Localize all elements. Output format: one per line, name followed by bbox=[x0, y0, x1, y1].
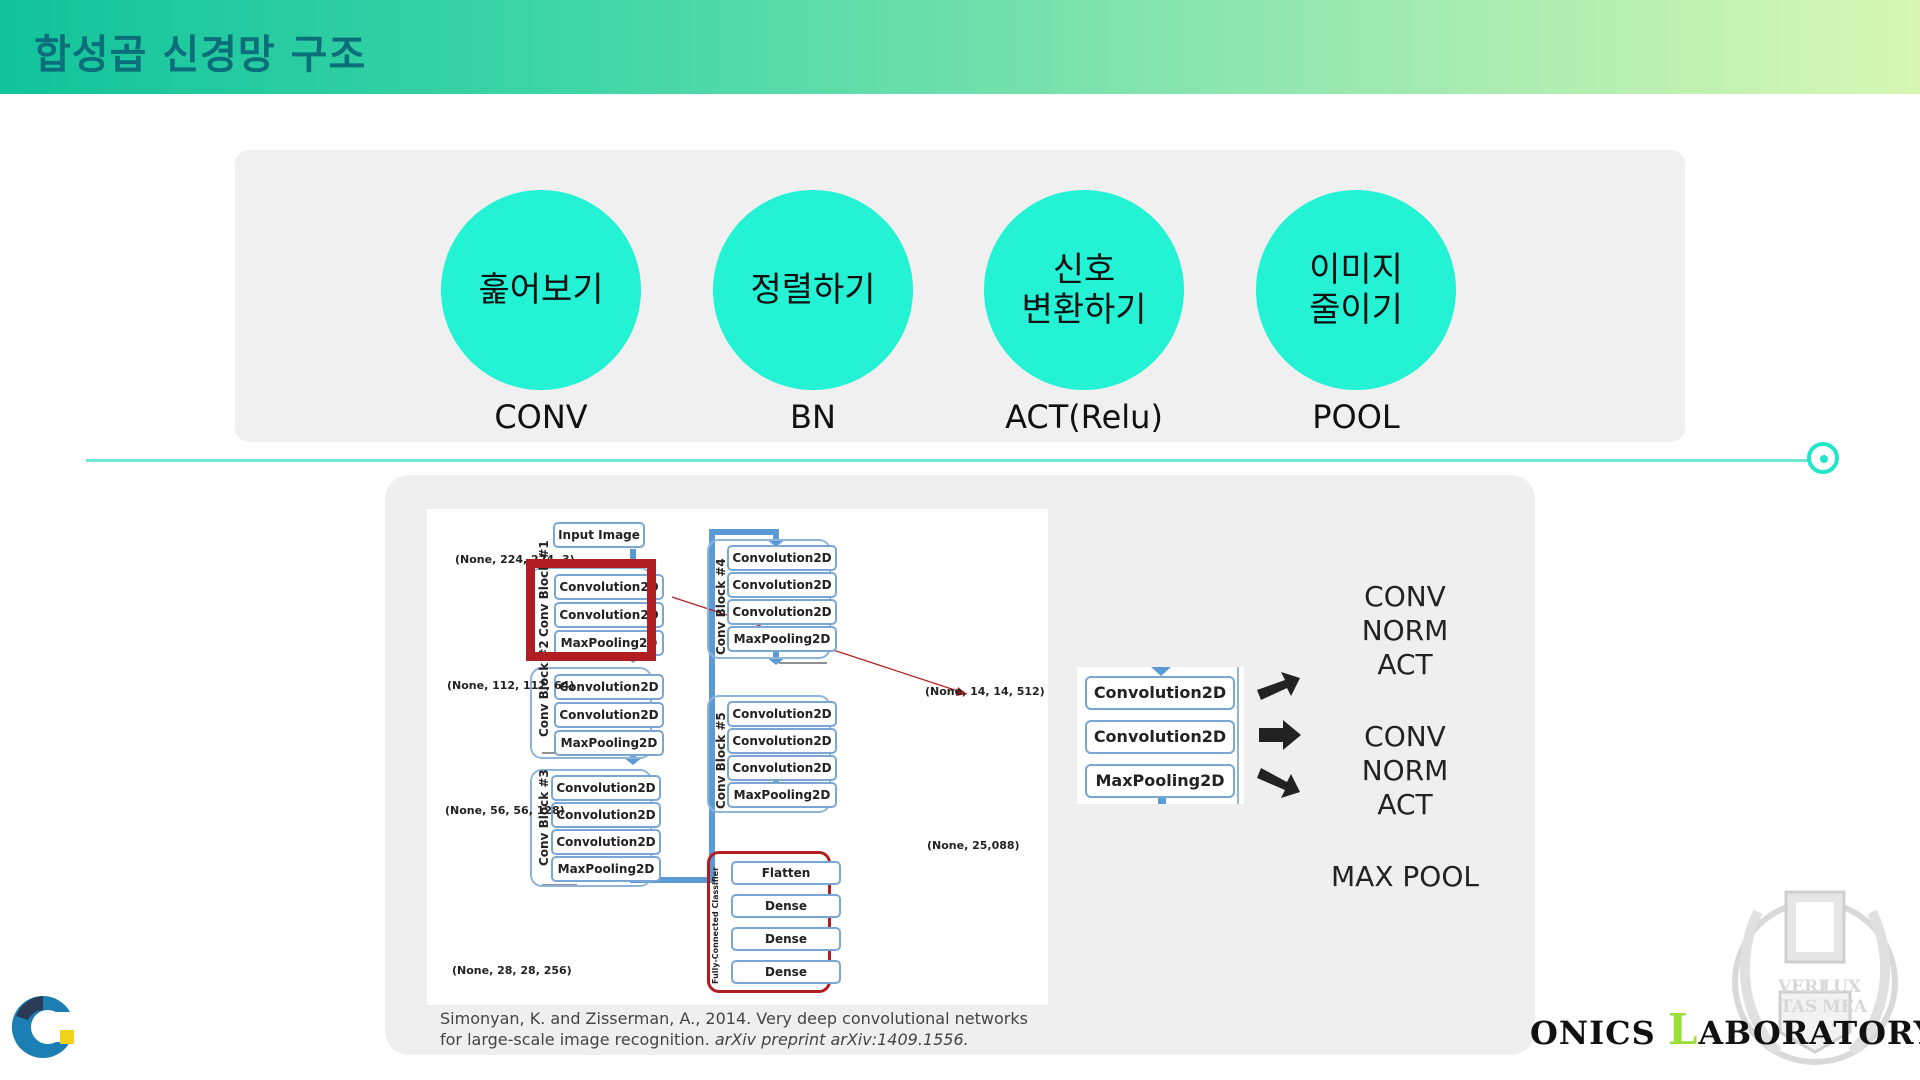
layer-node: Convolution2D bbox=[554, 702, 664, 728]
zoom-layer-node: MaxPooling2D bbox=[1085, 764, 1235, 798]
block-label: Fully-Connected Classifier bbox=[711, 866, 720, 984]
highlight-box bbox=[526, 559, 656, 661]
op-group: CONV NORM ACT bbox=[1361, 720, 1449, 821]
layer-node: Convolution2D bbox=[551, 802, 661, 828]
shape-label: (None, 14, 14, 512) bbox=[925, 685, 1045, 698]
stage-bn: 정렬하기 BN bbox=[713, 190, 913, 436]
stage-abbr: CONV bbox=[494, 398, 588, 436]
layer-node: Convolution2D bbox=[727, 599, 837, 625]
stage-circle: 훑어보기 bbox=[441, 190, 641, 390]
layer-node: Dense bbox=[731, 894, 841, 918]
layer-node: Convolution2D bbox=[727, 572, 837, 598]
zoomed-block: Convolution2D Convolution2D MaxPooling2D bbox=[1077, 667, 1244, 804]
layer-node: MaxPooling2D bbox=[727, 782, 837, 808]
block-label: Conv Block #4 bbox=[714, 558, 728, 655]
layer-node: MaxPooling2D bbox=[727, 626, 837, 652]
page-title: 합성곱 신경망 구조 bbox=[34, 32, 367, 78]
citation: Simonyan, K. and Zisserman, A., 2014. Ve… bbox=[440, 1008, 1028, 1050]
conv-block-5 bbox=[707, 695, 831, 813]
university-seal: VERI LUX TAS MEA bbox=[1718, 872, 1913, 1072]
layer-node: Convolution2D bbox=[551, 775, 661, 801]
vgg-diagram: Input Image Conv Block #1 Convolution2D … bbox=[427, 509, 1048, 1005]
layer-node: Convolution2D bbox=[727, 545, 837, 571]
arrow-right-icon bbox=[1257, 672, 1300, 700]
zoom-layer-node: Convolution2D bbox=[1085, 720, 1235, 754]
arrow-right-icon bbox=[1257, 768, 1300, 798]
layer-node: Convolution2D bbox=[727, 728, 837, 754]
mapping-arrows bbox=[1257, 672, 1301, 798]
brand-logo bbox=[11, 995, 74, 1058]
layer-node: Convolution2D bbox=[551, 829, 661, 855]
layer-node: Flatten bbox=[731, 861, 841, 885]
layer-node: MaxPooling2D bbox=[554, 630, 664, 656]
citation-line-2: for large-scale image recognition. arXiv… bbox=[440, 1030, 969, 1049]
layer-node: Dense bbox=[731, 960, 841, 984]
lab-name: ONICS LABORATORY bbox=[1530, 1005, 1920, 1054]
stage-abbr: BN bbox=[790, 398, 836, 436]
citation-line-1: Simonyan, K. and Zisserman, A., 2014. Ve… bbox=[440, 1009, 1028, 1028]
zoom-layer-node: Convolution2D bbox=[1085, 676, 1235, 710]
header-bar: 합성곱 신경망 구조 bbox=[0, 0, 1920, 94]
stage-conv: 훑어보기 CONV bbox=[441, 190, 641, 436]
block-label: Conv Block #5 bbox=[714, 712, 728, 809]
layer-node: Convolution2D bbox=[727, 701, 837, 727]
layer-node: Dense bbox=[731, 927, 841, 951]
arrow-right-icon bbox=[1259, 720, 1301, 750]
shape-label: (None, 28, 28, 256) bbox=[452, 964, 572, 977]
stage-act: 신호 변환하기 ACT(Relu) bbox=[984, 190, 1184, 436]
conv-block-3 bbox=[530, 769, 652, 887]
op-group: MAX POOL bbox=[1331, 860, 1479, 893]
input-image-node: Input Image bbox=[553, 522, 645, 548]
classifier-block bbox=[707, 851, 831, 993]
op-group: CONV NORM ACT bbox=[1361, 580, 1449, 681]
stage-circle: 이미지 줄이기 bbox=[1256, 190, 1456, 390]
layer-node: Convolution2D bbox=[727, 755, 837, 781]
stage-abbr: ACT(Relu) bbox=[1005, 398, 1163, 436]
stage-circle: 정렬하기 bbox=[713, 190, 913, 390]
shape-label: (None, 56, 56, 128) bbox=[445, 804, 565, 817]
operation-list: CONV NORM ACT CONV NORM ACT MAX POOL bbox=[1300, 580, 1510, 932]
shape-label: (None, 112, 112, 64) bbox=[447, 679, 575, 692]
divider-line bbox=[86, 459, 1816, 462]
target-icon bbox=[1807, 442, 1839, 474]
layer-node: MaxPooling2D bbox=[551, 856, 661, 882]
stage-pool: 이미지 줄이기 POOL bbox=[1256, 190, 1456, 436]
block-label: Conv Block #3 bbox=[537, 769, 551, 866]
layer-node: MaxPooling2D bbox=[554, 730, 664, 756]
layer-node: Convolution2D bbox=[554, 674, 664, 700]
layer-node: Convolution2D bbox=[554, 602, 664, 628]
shape-label: (None, 25,088) bbox=[927, 839, 1020, 852]
stage-abbr: POOL bbox=[1312, 398, 1400, 436]
stage-circle: 신호 변환하기 bbox=[984, 190, 1184, 390]
layer-node: Convolution2D bbox=[554, 574, 664, 600]
